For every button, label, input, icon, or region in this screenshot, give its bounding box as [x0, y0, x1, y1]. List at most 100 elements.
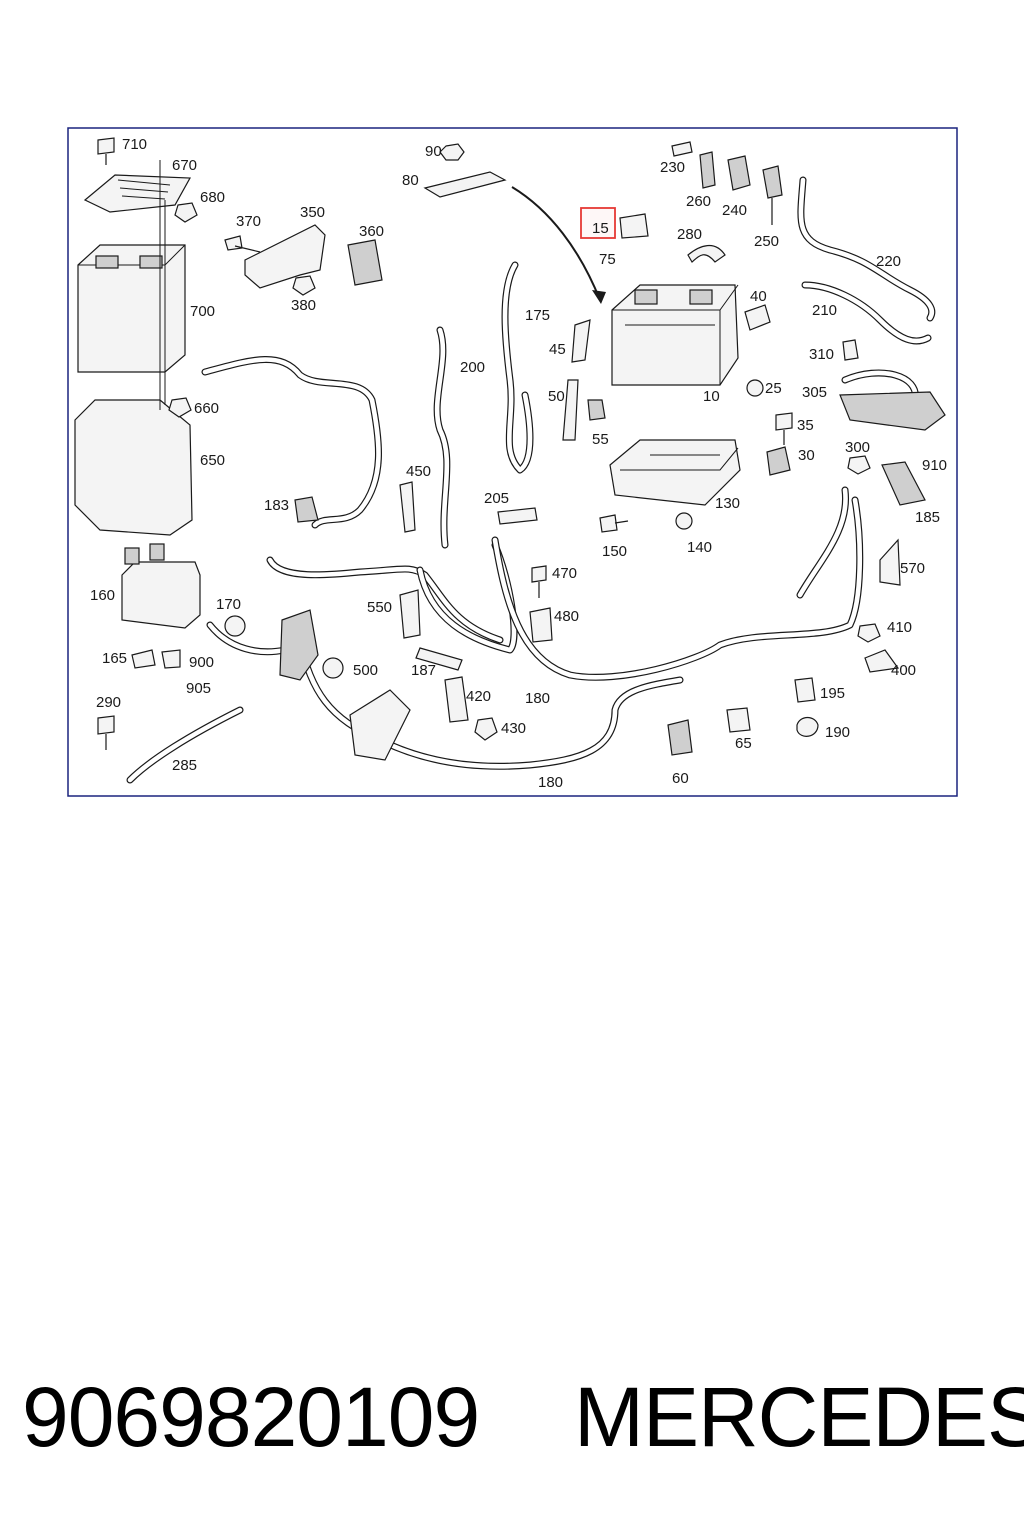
callout-700: 700 [190, 303, 215, 320]
callout-55: 55 [592, 431, 609, 448]
callout-285: 285 [172, 757, 197, 774]
part-connector-250 [762, 165, 783, 225]
part-bracket-480 [529, 607, 553, 643]
callout-80: 80 [402, 172, 419, 189]
part-bolt-150 [599, 514, 629, 533]
part-clip-60 [667, 719, 693, 756]
callout-650: 650 [200, 452, 225, 469]
part-hose-50 [562, 379, 579, 441]
callout-140: 140 [687, 539, 712, 556]
part-fuse-170 [224, 615, 246, 637]
part-clip-55 [587, 399, 606, 421]
callout-15-highlighted[interactable]: 15 [592, 220, 609, 237]
part-nut-90 [439, 143, 465, 161]
callout-60: 60 [672, 770, 689, 787]
callout-40: 40 [750, 288, 767, 305]
callout-280: 280 [677, 226, 702, 243]
part-grommet-65 [726, 707, 751, 733]
part-battery-tray-130 [609, 439, 741, 506]
part-auxiliary-battery [77, 244, 186, 373]
callout-410: 410 [887, 619, 912, 636]
part-bracket-400 [864, 649, 900, 673]
assembly-arrow [511, 186, 601, 301]
part-bracket-550 [399, 589, 421, 639]
callout-450: 450 [406, 463, 431, 480]
callout-175: 175 [525, 307, 550, 324]
part-clip-195 [794, 677, 816, 703]
callout-labels: 710 670 680 700 660 650 160 170 165 900 … [90, 136, 947, 791]
callout-205: 205 [484, 490, 509, 507]
callout-187: 187 [411, 662, 436, 679]
callout-30: 30 [798, 447, 815, 464]
callout-420: 420 [466, 688, 491, 705]
part-nut-380 [292, 275, 316, 296]
part-nut-300 [847, 455, 871, 475]
callout-430: 430 [501, 720, 526, 737]
part-clip-183 [294, 496, 319, 523]
part-nut-410 [857, 623, 881, 643]
callout-200: 200 [460, 359, 485, 376]
callout-180-lower: 180 [538, 774, 563, 791]
callout-75: 75 [599, 251, 616, 268]
parts-diagram: 710 670 680 700 660 650 160 170 165 900 … [67, 127, 958, 797]
brand-name: MERCEDES [574, 1370, 1024, 1464]
callout-380: 380 [291, 297, 316, 314]
part-grommet-25 [746, 379, 764, 397]
part-bracket-570 [879, 538, 901, 586]
part-number: 9069820109 [22, 1370, 480, 1464]
callout-670: 670 [172, 157, 197, 174]
callout-570: 570 [900, 560, 925, 577]
part-bolt-35 [775, 412, 793, 445]
battery-mount-line [159, 160, 166, 410]
callout-260: 260 [686, 193, 711, 210]
callout-680: 680 [200, 189, 225, 206]
part-cable-280 [687, 245, 726, 263]
part-connector-230 [671, 141, 693, 157]
callout-195: 195 [820, 685, 845, 702]
part-nut-660 [168, 397, 192, 418]
callout-350: 350 [300, 204, 325, 221]
part-bolt-290 [97, 715, 115, 750]
callout-130: 130 [715, 495, 740, 512]
part-connector-360 [347, 239, 383, 286]
callout-25: 25 [765, 380, 782, 397]
callout-185: 185 [915, 509, 940, 526]
part-bracket-lower [349, 689, 411, 761]
part-cover-80 [423, 171, 507, 198]
callout-310: 310 [809, 346, 834, 363]
callout-220: 220 [876, 253, 901, 270]
callout-500: 500 [353, 662, 378, 679]
part-connector-30 [766, 446, 791, 476]
part-harness-lower [279, 609, 319, 681]
part-main-battery [611, 284, 739, 386]
callout-360: 360 [359, 223, 384, 240]
part-15-plate [619, 213, 649, 239]
part-bolt-370 [224, 235, 261, 253]
part-holder-310 [842, 339, 859, 361]
callout-305: 305 [802, 384, 827, 401]
part-bracket-420 [444, 676, 469, 723]
part-relay [121, 543, 201, 629]
part-clamp-190 [796, 716, 819, 737]
highlight-box [580, 207, 616, 239]
callout-240: 240 [722, 202, 747, 219]
callout-90: 90 [425, 143, 442, 160]
callout-300: 300 [845, 439, 870, 456]
part-plug-40 [744, 304, 771, 331]
part-clip-900 [161, 649, 181, 669]
callout-160: 160 [90, 587, 115, 604]
part-cap-165 [131, 649, 156, 669]
part-harness-305 [839, 391, 946, 431]
callout-480: 480 [554, 608, 579, 625]
callout-170: 170 [216, 596, 241, 613]
callout-400: 400 [891, 662, 916, 679]
part-battery-tray [74, 399, 193, 536]
wiring-harness [126, 176, 936, 784]
callout-10: 10 [703, 388, 720, 405]
callout-65: 65 [735, 735, 752, 752]
callout-165: 165 [102, 650, 127, 667]
callout-550: 550 [367, 599, 392, 616]
callout-905: 905 [186, 680, 211, 697]
part-nut-430 [474, 717, 498, 741]
callout-900: 900 [189, 654, 214, 671]
